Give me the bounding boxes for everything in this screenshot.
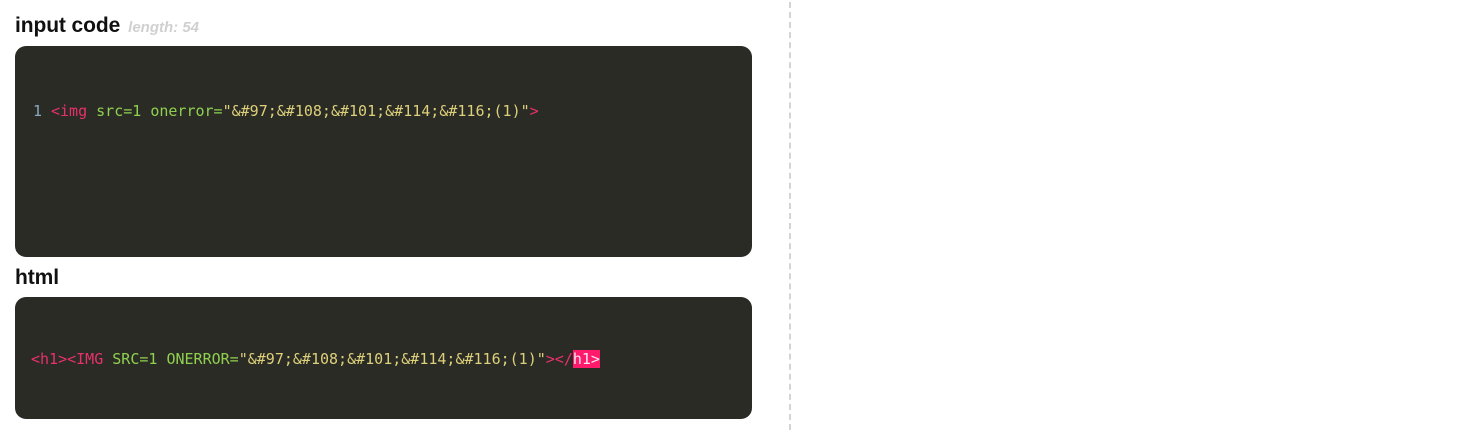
token-quote-open: " (238, 350, 248, 368)
html-output-line-1: <h1><IMG SRC=1 ONERROR="&#97;&#108;&#101… (31, 348, 752, 370)
token-img-tag-close: > (529, 102, 539, 120)
input-code-lines: 1<img src=1 onerror="&#97;&#108;&#101;&#… (15, 46, 752, 166)
token-space-1 (87, 102, 96, 120)
html-heading: html (15, 266, 59, 290)
token-attr-src: SRC=1 (112, 350, 158, 368)
right-pane: server code 1function render (input) { 2… (790, 0, 1476, 441)
input-code-line-1: 1<img src=1 onerror="&#97;&#108;&#101;&#… (22, 100, 752, 122)
token-html-entities: &#97;&#108;&#101;&#114;&#116;(1) (247, 350, 537, 368)
token-attr-onerror: onerror= (150, 102, 223, 120)
token-img-tag-open: <img (51, 102, 88, 120)
input-code-length-meta: length: 54 (128, 19, 200, 36)
html-title: html (15, 266, 59, 289)
token-quote-close: " (520, 102, 530, 120)
token-attr-src: src=1 (96, 102, 142, 120)
token-quote-close: " (536, 350, 546, 368)
token-space-1 (103, 350, 112, 368)
token-img-tag-close: > (545, 350, 555, 368)
vertical-dashed-divider (789, 2, 791, 430)
token-quote-open: " (222, 102, 232, 120)
token-highlighted-h1-close: h1> (572, 350, 600, 368)
token-close-slash: </ (554, 350, 573, 368)
input-code-panel[interactable]: 1<img src=1 onerror="&#97;&#108;&#101;&#… (15, 46, 752, 257)
token-space-2 (141, 102, 150, 120)
html-output-panel[interactable]: <h1><IMG SRC=1 ONERROR="&#97;&#108;&#101… (15, 297, 752, 419)
token-h1-open: <h1> (31, 350, 68, 368)
token-html-entities: &#97;&#108;&#101;&#114;&#116;(1) (231, 102, 521, 120)
input-code-title: input code (15, 14, 121, 37)
html-output-lines: <h1><IMG SRC=1 ONERROR="&#97;&#108;&#101… (15, 297, 752, 414)
line-number: 1 (32, 102, 42, 120)
left-pane: input code length: 54 1 <img src=1 onerror… (15, 14, 752, 419)
input-code-heading: input code length: 54 (15, 14, 199, 38)
token-attr-onerror: ONERROR= (166, 350, 239, 368)
token-img-open: <IMG (67, 350, 104, 368)
